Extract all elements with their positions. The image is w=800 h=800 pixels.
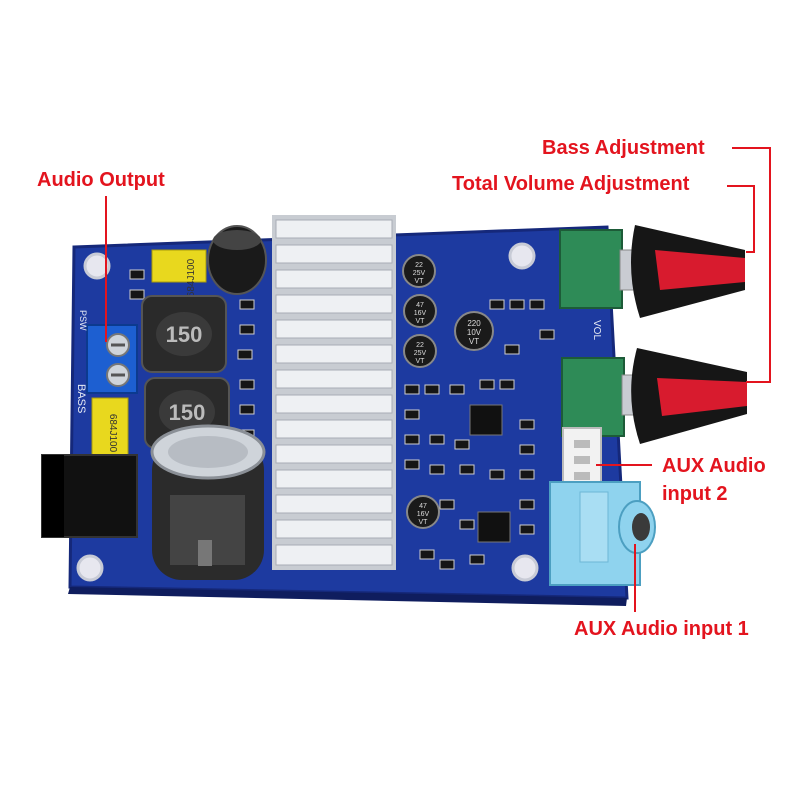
cap-voltage: 16V bbox=[414, 310, 427, 317]
inductor-label: 150 bbox=[169, 400, 206, 425]
mounting-hole bbox=[76, 554, 104, 582]
cap-series: VT bbox=[415, 278, 425, 285]
inductor: 150 bbox=[141, 295, 227, 373]
aux-input-2-connector[interactable] bbox=[562, 427, 602, 491]
bass-adjustment-label: Bass Adjustment bbox=[542, 137, 705, 159]
small-capacitor: 22 25V VT bbox=[403, 334, 437, 368]
aux-audio-input-1-label: AUX Audio input 1 bbox=[574, 618, 749, 640]
bass-adjustment-line bbox=[732, 147, 771, 383]
cap-series: VT bbox=[416, 358, 426, 365]
inductor-label: 150 bbox=[166, 322, 203, 347]
callout-lines bbox=[105, 147, 771, 612]
ic-chip bbox=[469, 404, 511, 543]
dc-power-jack bbox=[41, 454, 138, 538]
electrolytic-capacitor bbox=[207, 225, 267, 295]
audio-output-label: Audio Output bbox=[37, 169, 165, 191]
cap-value: 22 bbox=[415, 262, 423, 269]
cap-voltage: 25V bbox=[414, 350, 427, 357]
volume-adjustment-line bbox=[727, 185, 755, 253]
film-cap-label: 684J100 bbox=[107, 414, 118, 453]
cap-voltage: 25V bbox=[413, 270, 426, 277]
screw-terminal bbox=[86, 324, 138, 394]
silkscreen-psw: PSW bbox=[78, 310, 88, 331]
film-cap-label: 684J100 bbox=[186, 258, 197, 297]
large-capacitor bbox=[150, 424, 266, 580]
cap-value: 22 bbox=[416, 342, 424, 349]
small-capacitor: 47 16V VT bbox=[406, 495, 440, 529]
mounting-hole bbox=[508, 242, 536, 270]
small-capacitor: 220 10V VT bbox=[454, 311, 494, 351]
bass-potentiometer[interactable] bbox=[561, 348, 747, 444]
cap-voltage: 10V bbox=[467, 328, 482, 337]
mounting-hole bbox=[511, 554, 539, 582]
cap-value: 47 bbox=[419, 503, 427, 510]
aux-input-1-jack[interactable] bbox=[549, 481, 656, 586]
silkscreen-bass: BASS bbox=[75, 384, 87, 413]
small-capacitor: 22 25V VT bbox=[402, 254, 436, 288]
smd-components bbox=[129, 269, 555, 570]
silkscreen-vol: VOL bbox=[591, 320, 602, 340]
cap-series: VT bbox=[469, 337, 479, 346]
cap-value: 220 bbox=[467, 319, 481, 328]
small-capacitor: 47 16V VT bbox=[403, 294, 437, 328]
cap-series: VT bbox=[419, 519, 429, 526]
cap-voltage: 16V bbox=[417, 511, 430, 518]
cap-series: VT bbox=[416, 318, 426, 325]
mounting-hole bbox=[83, 252, 111, 280]
cap-value: 47 bbox=[416, 302, 424, 309]
volume-potentiometer[interactable] bbox=[559, 225, 745, 318]
heatsink bbox=[272, 215, 396, 570]
total-volume-adjustment-label: Total Volume Adjustment bbox=[452, 173, 690, 195]
film-capacitor: 684J100 bbox=[151, 249, 207, 297]
aux-audio-input-2-label: AUX Audio input 2 bbox=[662, 455, 766, 505]
